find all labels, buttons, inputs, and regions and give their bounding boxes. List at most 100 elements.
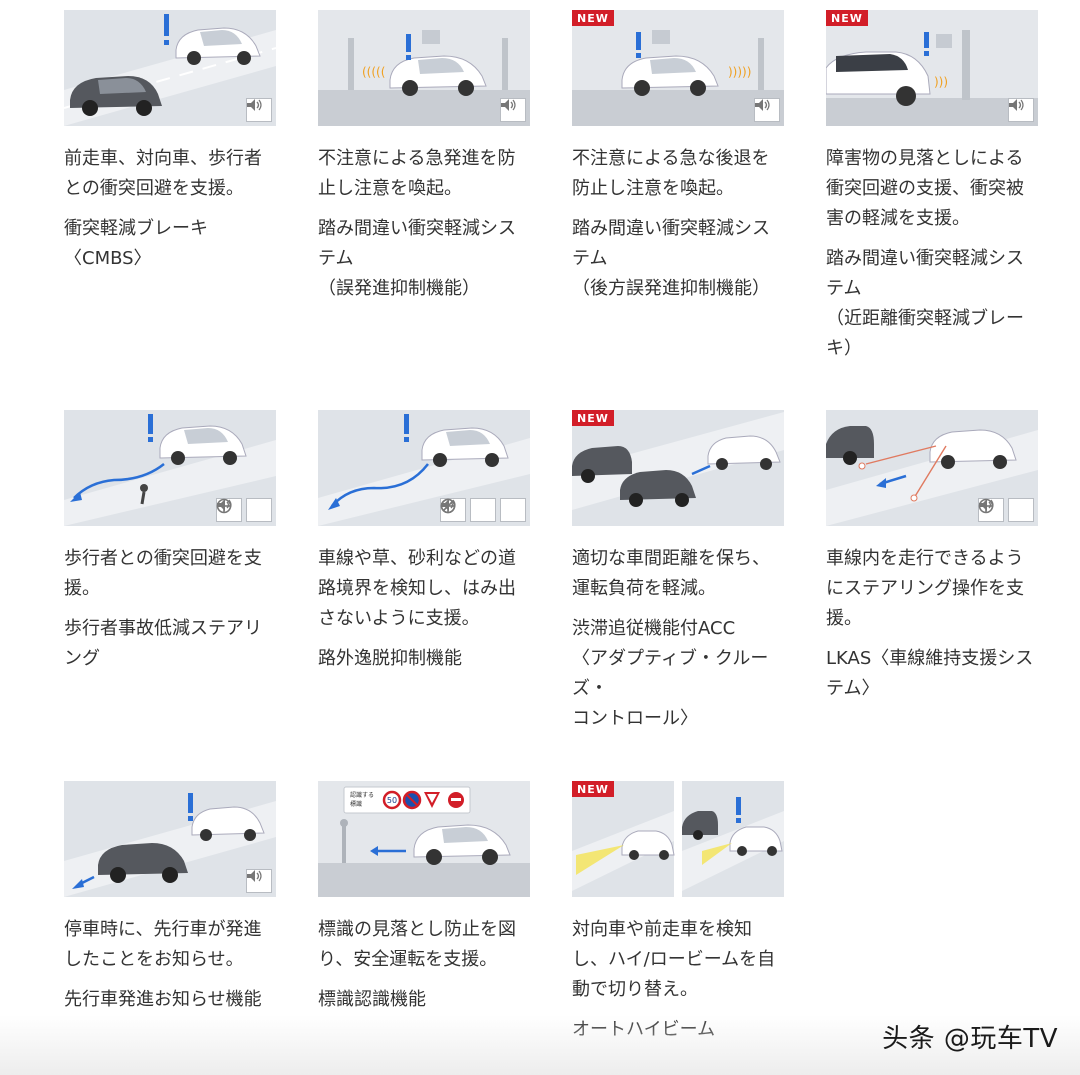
sign-caption-line1: 認識する [350,791,374,799]
feature-name: オートハイビーム [572,1019,716,1040]
speaker-icon [500,98,526,122]
feature-name: 踏み間違い衝突軽減システム （誤発進抑制機能） [318,218,516,299]
new-badge: NEW [572,10,614,26]
feature-description: 適切な車間距離を保ち、運転負荷を軽減。 [572,548,770,599]
feature-card-mis-start[interactable]: ((((( 不注意による急発進を防止し注意を喚起。 踏み間違い衝突軽減システム … [318,10,530,304]
new-badge: NEW [572,410,614,426]
feature-card-lkas[interactable]: 車線内を走行できるようにステアリング操作を支援。 LKAS〈車線維持支援システム… [826,410,1038,704]
auto-high-beam-scene [572,781,784,897]
feature-description: 歩行者との衝突回避を支援。 [64,548,262,599]
feature-name: 踏み間違い衝突軽減システム （近距離衝突軽減ブレーキ） [826,248,1024,359]
feature-card-road-departure[interactable]: 車線や草、砂利などの道路境界を検知し、はみ出さないように支援。 路外逸脱抑制機能 [318,410,530,674]
white-car [826,51,931,106]
white-car [175,27,261,65]
feature-card-rear-mis-start[interactable]: NEW ))))) 不注意による急な後退を防止し注意を喚起。 [572,10,784,304]
feature-name: 渋滞追従機能付ACC 〈アダプティブ・クルーズ・ コントロール〉 [572,618,769,729]
white-car [707,435,781,470]
svg-text:(((((: ((((( [362,65,385,79]
mis-start-scene: ((((( [318,10,530,126]
white-car [389,55,487,96]
feature-illustration: NEW [572,410,784,526]
feature-illustration [64,10,276,126]
feature-description: 停車時に、先行車が発進したことをお知らせ。 [64,919,262,970]
feature-illustration [826,410,1038,526]
acc-scene [572,410,784,526]
cmbs-scene [64,10,276,126]
feature-icon-row [978,498,1034,522]
feature-card-acc[interactable]: NEW 適切な車間距離を保ち、運転負荷を軽減。 渋滞 [572,410,784,734]
white-car [729,826,783,856]
lead-car-departure-scene [64,781,276,897]
feature-illustration: NEW ))))) [572,10,784,126]
feature-illustration: NEW [572,781,784,897]
feature-card-pedestrian-steering[interactable]: 歩行者との衝突回避を支援。 歩行者事故低減ステアリング [64,410,276,674]
dark-car [826,426,874,465]
dark-car [682,811,718,840]
dark-car [572,446,632,483]
feature-illustration [64,410,276,526]
feature-name: 歩行者事故低減ステアリング [64,618,262,669]
feature-name: 衝突軽減ブレーキ 〈CMBS〉 [64,218,208,269]
steering-icon [440,498,496,522]
feature-name: 標識認識機能 [318,989,426,1010]
speaker-icon [754,98,780,122]
white-car [421,427,509,467]
watermark: 头条 @玩车TV [882,1024,1058,1054]
feature-card-auto-high-beam[interactable]: NEW [572,781,784,1045]
white-car [159,425,247,465]
feature-icon-row [500,98,526,122]
speaker-icon [216,498,242,522]
feature-card-lead-car-departure[interactable]: 停車時に、先行車が発進したことをお知らせ。 先行車発進お知らせ機能 [64,781,276,1015]
feature-icon-row [246,869,272,893]
speaker-icon [246,98,272,122]
steering-icon [978,498,1034,522]
feature-name: LKAS〈車線維持支援システム〉 [826,648,1034,699]
feature-description: 車線内を走行できるようにステアリング操作を支援。 [826,548,1024,629]
steering-icon [440,498,526,522]
feature-description: 障害物の見落としによる衝突回避の支援、衝突被害の軽減を支援。 [826,148,1024,229]
feature-description: 標識の見落とし防止を図り、安全運転を支援。 [318,919,516,970]
speaker-icon [246,869,272,893]
new-badge: NEW [826,10,868,26]
sign-caption-line2: 標識 [350,800,362,808]
white-car [191,806,265,841]
short-range-brake-scene: ))) [826,10,1038,126]
speaker-icon [1008,98,1034,122]
feature-icon-row [1008,98,1034,122]
svg-text:))): ))) [934,75,948,89]
dark-car [98,843,188,883]
feature-description: 不注意による急発進を防止し注意を喚起。 [318,148,516,199]
speed-sign-value: 50 [387,796,397,805]
dark-car [620,470,696,507]
dark-car [70,76,162,116]
feature-card-short-range-brake[interactable]: NEW ))) 障害物の見落としによる衝突回避の支援、衝突被 [826,10,1038,364]
feature-icon-row [754,98,780,122]
feature-icon-row [440,498,526,522]
feature-name: 路外逸脱抑制機能 [318,648,462,669]
new-badge: NEW [572,781,614,797]
feature-description: 前走車、対向車、歩行者との衝突回避を支援。 [64,148,262,199]
rear-mis-start-scene: ))))) [572,10,784,126]
feature-icon-row [216,498,272,522]
sign-recognition-scene: 認識する 標識 50 [318,781,530,897]
white-car [621,55,719,96]
feature-illustration [64,781,276,897]
feature-description: 車線や草、砂利などの道路境界を検知し、はみ出さないように支援。 [318,548,516,629]
feature-description: 不注意による急な後退を防止し注意を喚起。 [572,148,770,199]
svg-text:))))): ))))) [728,65,751,79]
steering-icon [216,498,272,522]
feature-illustration: NEW ))) [826,10,1038,126]
feature-name: 先行車発進お知らせ機能 [64,989,262,1010]
white-car [621,830,675,860]
feature-name: 踏み間違い衝突軽減システム （後方誤発進抑制機能） [572,218,770,299]
feature-icon-row [246,98,272,122]
feature-illustration [318,410,530,526]
feature-description: 対向車や前走車を検知し、ハイ/ロービームを自動で切り替え。 [572,919,776,1000]
feature-illustration: ((((( [318,10,530,126]
feature-card-sign-recognition[interactable]: 認識する 標識 50 標識の見落とし防止を図り、安全運転を支援。 [318,781,530,1015]
white-car [929,429,1017,469]
feature-illustration: 認識する 標識 50 [318,781,530,897]
white-car [413,824,511,865]
feature-card-cmbs[interactable]: 前走車、対向車、歩行者との衝突回避を支援。 衝突軽減ブレーキ 〈CMBS〉 [64,10,276,274]
